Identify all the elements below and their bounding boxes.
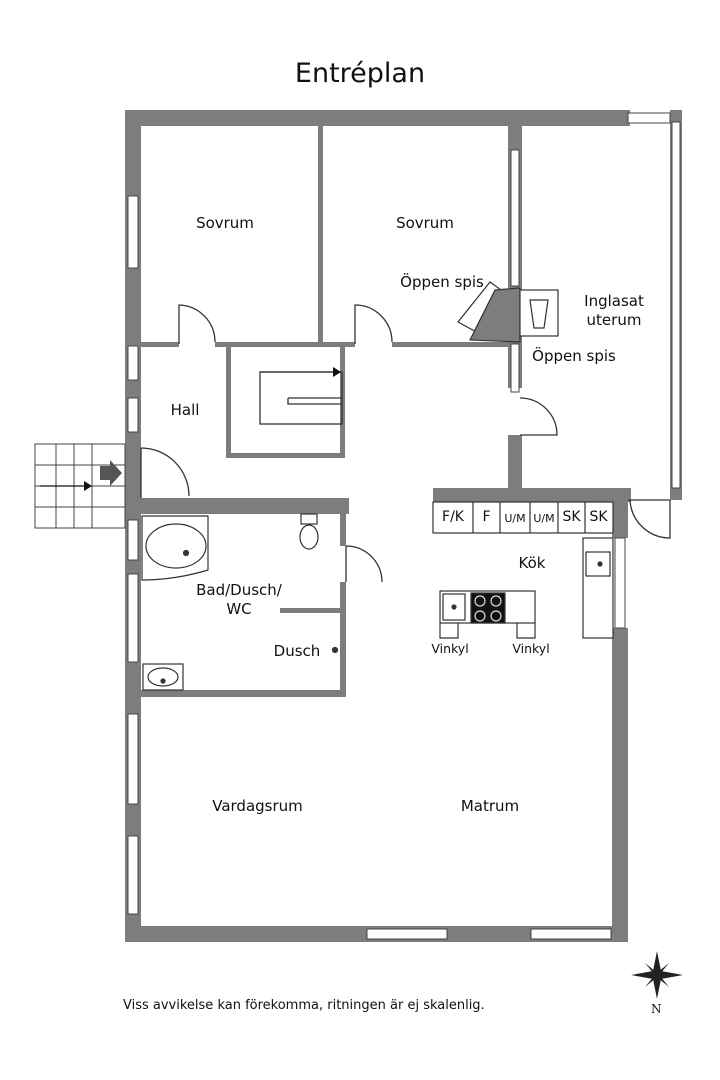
room-label-dining-room: Matrum	[460, 797, 520, 815]
label-corner-cabinet-1: Vinkyl	[431, 641, 469, 656]
room-label-bathroom-line2: WC	[226, 600, 252, 618]
label-fireplace-1: Öppen spis	[400, 273, 484, 291]
appliance-oven-microwave-1: U/M	[504, 512, 526, 525]
doors	[140, 304, 671, 583]
appliance-freezer: F	[482, 509, 491, 525]
appliance-cabinet-2: SK	[589, 509, 608, 525]
appliance-cabinet-1: SK	[562, 509, 581, 525]
label-corner-cabinet-2: Vinkyl	[512, 641, 550, 656]
compass-north-label: N	[651, 1002, 662, 1016]
entrance-steps	[34, 443, 126, 529]
bathroom-fixtures	[141, 513, 339, 691]
room-label-hall: Hall	[170, 401, 200, 419]
plan-title: Entréplan	[294, 58, 426, 89]
room-label-bathroom-line1: Bad/Dusch/	[196, 581, 282, 599]
windows	[127, 112, 681, 940]
label-fireplace-2: Öppen spis	[532, 347, 616, 365]
room-label-bedroom-1: Sovrum	[196, 214, 254, 232]
kitchen-fixtures	[432, 501, 614, 639]
compass-rose	[631, 951, 683, 999]
room-label-living-room: Vardagsrum	[212, 797, 303, 815]
room-label-shower: Dusch	[273, 642, 321, 660]
appliance-fridge-freezer: F/K	[442, 509, 464, 525]
room-label-sunroom-line2: uterum	[586, 311, 642, 329]
interior-stairs	[259, 367, 343, 425]
appliance-oven-microwave-2: U/M	[533, 512, 555, 525]
room-label-kitchen: Kök	[518, 554, 546, 572]
disclaimer-note: Viss avvikelse kan förekomma, ritningen …	[123, 998, 485, 1013]
fireplaces	[457, 281, 559, 343]
room-label-sunroom-line1: Inglasat	[584, 292, 644, 310]
room-label-bedroom-2: Sovrum	[396, 214, 454, 232]
